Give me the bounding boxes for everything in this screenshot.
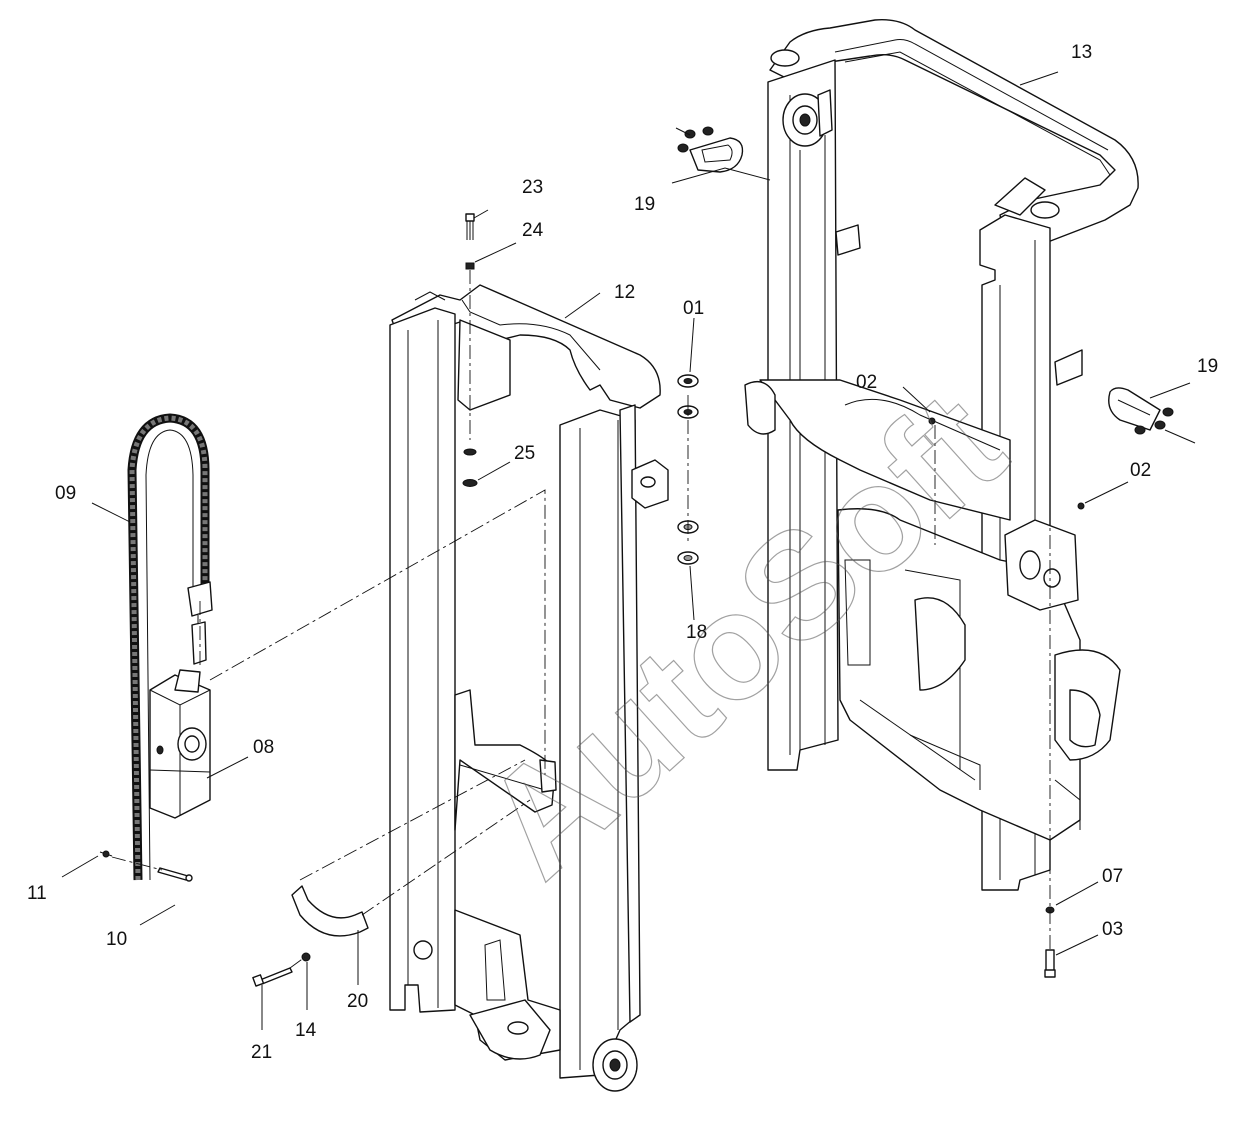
chain-09 [127, 413, 213, 881]
u-bolt-19-right [1108, 387, 1174, 435]
nut-01 [677, 374, 699, 419]
washer-14 [301, 952, 311, 962]
label-07: 07 [1102, 866, 1123, 887]
label-02-mid: 02 [856, 372, 877, 393]
leader-lines [61, 71, 1196, 1030]
u-bolt-19-top [675, 126, 744, 173]
label-19-right: 19 [1197, 356, 1218, 377]
label-11: 11 [27, 883, 47, 904]
label-20: 20 [347, 991, 368, 1012]
label-08: 08 [253, 737, 274, 758]
label-12: 12 [614, 282, 635, 303]
label-25: 25 [514, 443, 535, 464]
label-03: 03 [1102, 919, 1123, 940]
bolt-21 [252, 967, 293, 987]
pin-10 [157, 867, 193, 882]
chain-anchor-08 [149, 669, 211, 819]
washer-25 [462, 448, 478, 487]
bracket-20 [291, 885, 369, 937]
label-14: 14 [295, 1020, 317, 1041]
outer-mast-13 [744, 19, 1139, 891]
label-10: 10 [106, 929, 127, 950]
part-labels: 13 19 19 02 02 23 24 12 01 25 18 09 08 1… [27, 42, 1218, 1063]
label-24: 24 [522, 220, 544, 241]
bolt-03 [1044, 949, 1056, 978]
label-23: 23 [522, 177, 543, 198]
label-21: 21 [251, 1042, 272, 1063]
assembly-lines [111, 270, 1051, 969]
bolt-23 [465, 213, 475, 240]
washer-24 [465, 262, 475, 270]
label-18: 18 [686, 622, 707, 643]
label-01: 01 [683, 298, 704, 319]
label-13: 13 [1071, 42, 1092, 63]
inner-mast-12 [389, 284, 669, 1092]
label-02-right: 02 [1130, 460, 1151, 481]
grease-nipple-02 [928, 417, 1085, 510]
label-19-top: 19 [634, 194, 655, 215]
cotter-11 [99, 850, 113, 858]
label-09: 09 [55, 483, 76, 504]
